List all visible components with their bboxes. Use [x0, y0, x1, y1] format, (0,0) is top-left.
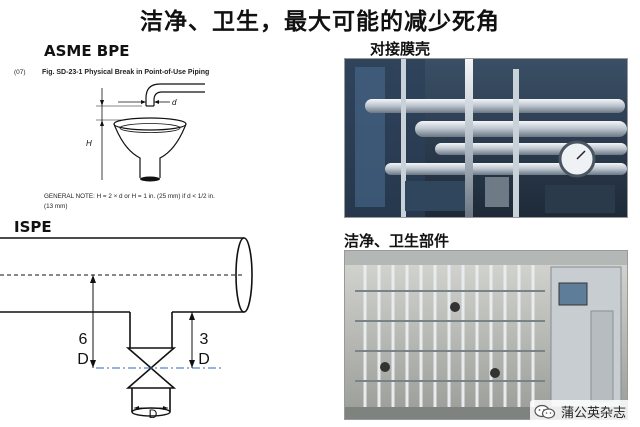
membrane-housing-label: 对接膜壳: [370, 40, 431, 58]
asme-label-d: d: [172, 98, 177, 107]
membrane-housing-photo: [344, 58, 628, 218]
ispe-label-d-bottom: D: [149, 407, 158, 421]
asme-bpe-label: ASME BPE: [44, 42, 130, 60]
asme-general-note: GENERAL NOTE: H = 2 × d or H = 1 in. (25…: [44, 193, 215, 200]
page-title: 洁净、卫生，最大可能的减少死角: [140, 9, 500, 35]
ispe-label-6: 6: [79, 331, 88, 348]
asme-fig-caption: Fig. SD-23-1 Physical Break in Point-of-…: [42, 69, 209, 76]
ispe-label-d-right: D: [198, 351, 210, 368]
asme-fig-number: (07): [14, 69, 26, 76]
sanitary-skid-photo: [344, 250, 628, 420]
ispe-label: ISPE: [14, 218, 52, 236]
watermark: 蒲公英杂志: [529, 400, 632, 423]
sanitary-parts-label: 洁净、卫生部件: [344, 232, 450, 250]
asme-general-note-cont: (13 mm): [44, 203, 67, 210]
wechat-icon: [534, 404, 556, 419]
ispe-dead-leg-figure: D 6 D 3 D: [0, 237, 253, 421]
asme-label-h: H: [86, 139, 92, 148]
ispe-label-3: 3: [200, 331, 209, 348]
asme-bpe-figure: (07) Fig. SD-23-1 Physical Break in Poin…: [14, 69, 215, 210]
ispe-label-d-left: D: [77, 351, 89, 368]
watermark-text: 蒲公英杂志: [560, 406, 626, 421]
